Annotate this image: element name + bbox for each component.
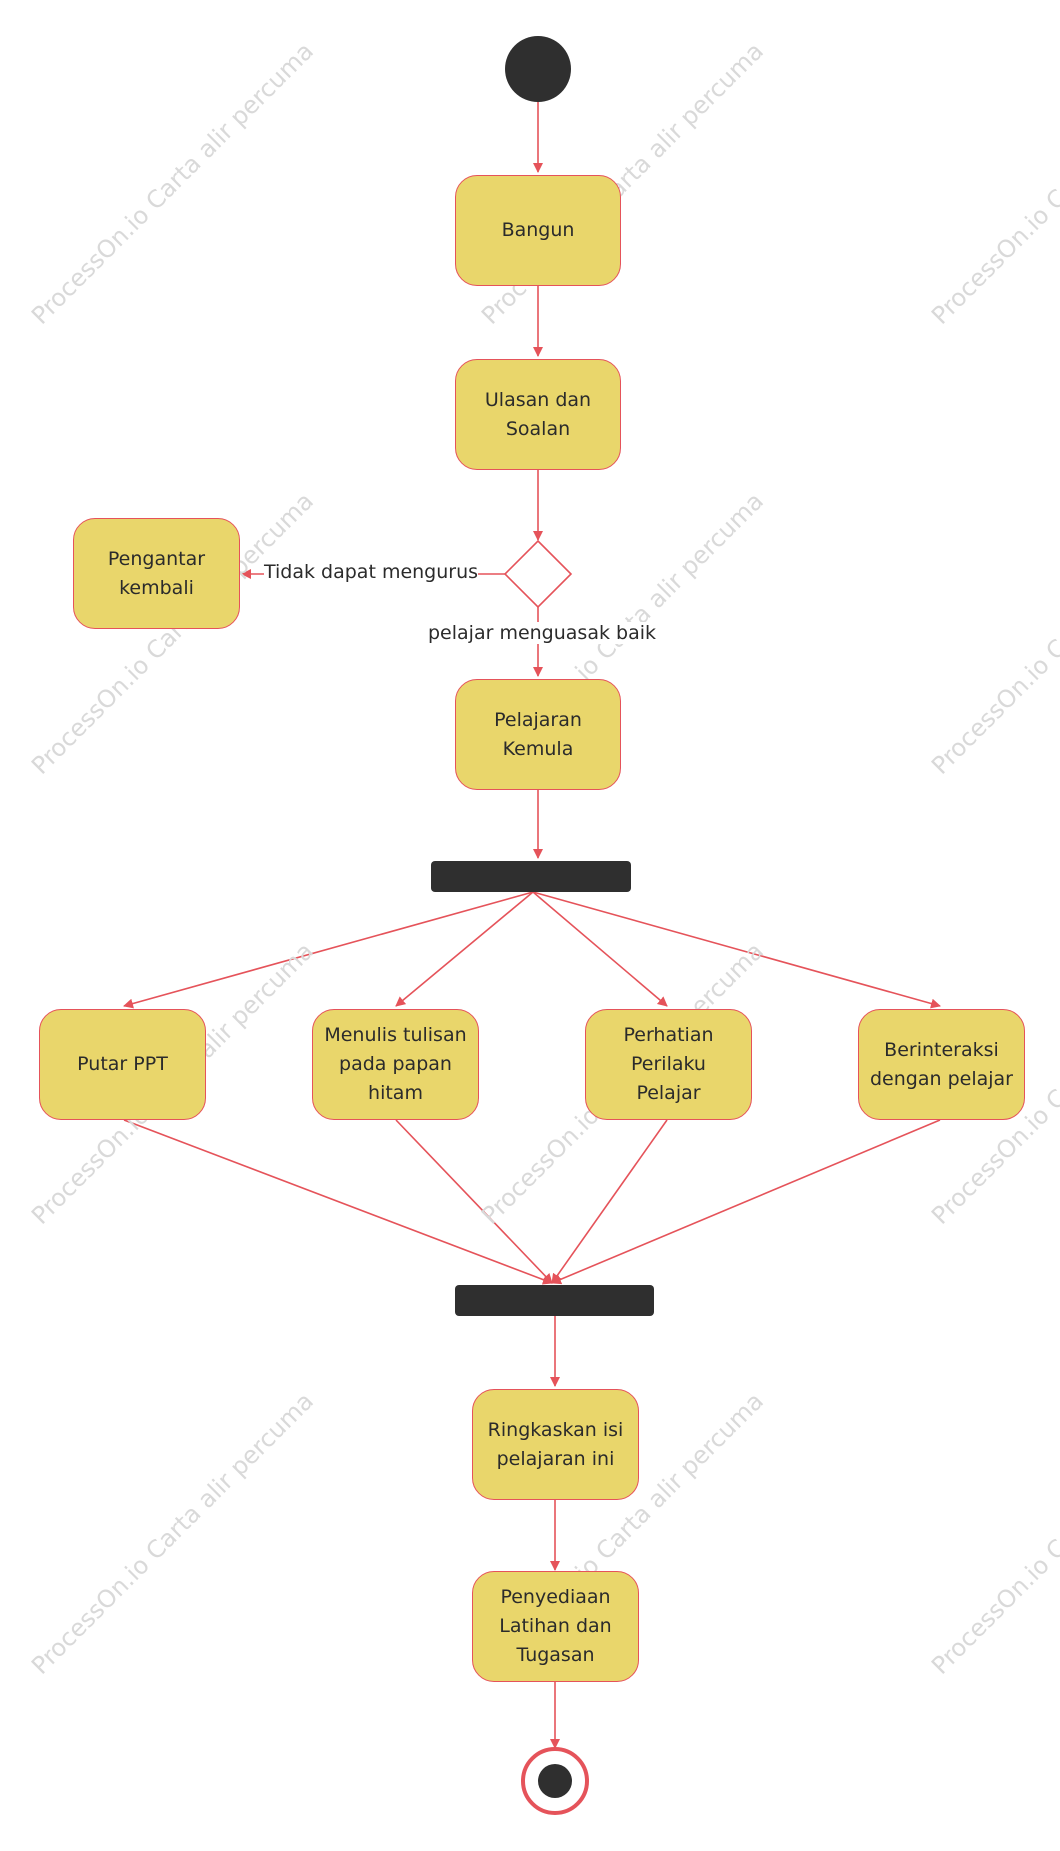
end-node-core [538, 1764, 572, 1798]
node-pengantar-kembali[interactable]: Pengantar kembali [73, 518, 240, 629]
fork-bar [431, 861, 631, 892]
node-ringkaskan[interactable]: Ringkaskan isi pelajaran ini [472, 1389, 639, 1500]
node-menulis-papan-hitam[interactable]: Menulis tulisan pada papan hitam [312, 1009, 479, 1120]
edge-putar-to-join [123, 1119, 553, 1285]
edge-menulis-to-join [395, 1119, 553, 1284]
edge-fork-to-perhatian [532, 891, 668, 1007]
edge-perhatian-to-join [551, 1119, 668, 1284]
start-node [505, 36, 571, 102]
node-pelajaran-kemula[interactable]: Pelajaran Kemula [455, 679, 621, 790]
node-bangun[interactable]: Bangun [455, 175, 621, 286]
node-penyediaan-latihan[interactable]: Penyediaan Latihan dan Tugasan [472, 1571, 639, 1682]
edge-berinteraksi-to-join [551, 1119, 941, 1285]
node-putar-ppt[interactable]: Putar PPT [39, 1009, 206, 1120]
edge-fork-to-berinteraksi [532, 891, 941, 1009]
decision-diamond [503, 539, 573, 609]
node-perhatian-perilaku[interactable]: Perhatian Perilaku Pelajar [585, 1009, 752, 1120]
edge-label-pelajar-menguasak-baik: pelajar menguasak baik [428, 622, 656, 644]
edge-fork-to-menulis [395, 891, 534, 1007]
node-ulasan-dan-soalan[interactable]: Ulasan dan Soalan [455, 359, 621, 470]
edge-fork-to-putar [123, 891, 534, 1009]
join-bar [455, 1285, 654, 1316]
node-berinteraksi[interactable]: Berinteraksi dengan pelajar [858, 1009, 1025, 1120]
edge-label-tidak-dapat-mengurus: Tidak dapat mengurus [264, 561, 479, 583]
